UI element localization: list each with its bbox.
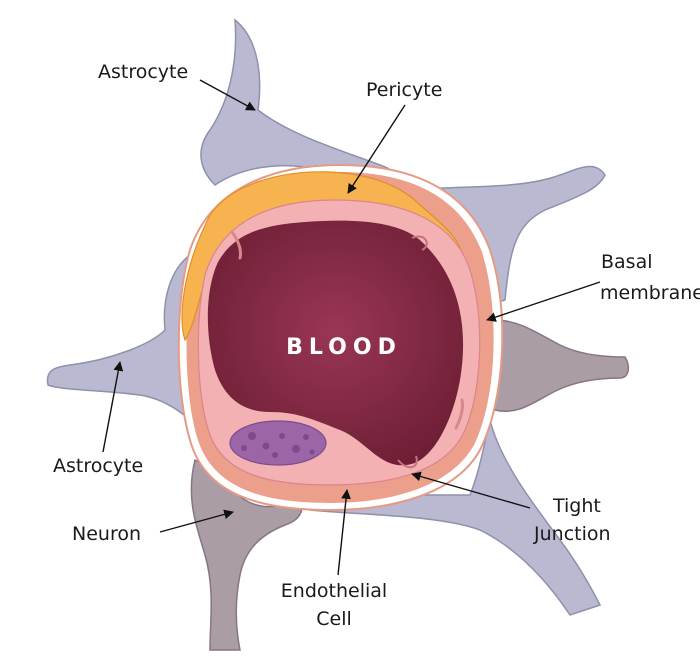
label-tight-line2: Junction — [533, 523, 611, 545]
label-pericyte: Pericyte — [366, 79, 442, 101]
blood-label: BLOOD — [286, 335, 402, 360]
endothelial-detail-left — [230, 230, 242, 260]
endothelial-detail-right — [454, 398, 464, 430]
arrow-astrocyte-top — [199, 79, 256, 111]
arrow-pericyte — [347, 104, 406, 194]
label-astrocyte-left: Astrocyte — [53, 455, 143, 477]
label-basal-line1: Basal — [601, 251, 653, 273]
nucleus — [229, 420, 327, 466]
arrow-astrocyte-left — [102, 361, 124, 453]
neuron-right — [489, 319, 630, 412]
arrow-neuron — [159, 509, 234, 533]
neuron-bottom — [190, 458, 303, 651]
arrow-tight-junction — [411, 471, 531, 509]
arrow-endothelial-cell — [337, 489, 351, 576]
vessel — [177, 163, 504, 512]
arrow-basal-membrane — [486, 281, 601, 322]
label-astrocyte-top: Astrocyte — [98, 61, 188, 83]
label-endothelial-line2: Cell — [316, 608, 352, 630]
label-endothelial-line1: Endothelial — [281, 580, 387, 602]
nucleus-chromatin — [241, 432, 315, 458]
astrocyte-top — [200, 18, 402, 191]
tight-junction-top — [411, 235, 428, 251]
label-basal-line2: membrane — [600, 282, 700, 304]
label-tight-line1: Tight — [552, 495, 601, 517]
blood-lumen — [207, 220, 464, 466]
tight-junction-bottom — [397, 455, 418, 469]
label-neuron: Neuron — [72, 523, 141, 545]
